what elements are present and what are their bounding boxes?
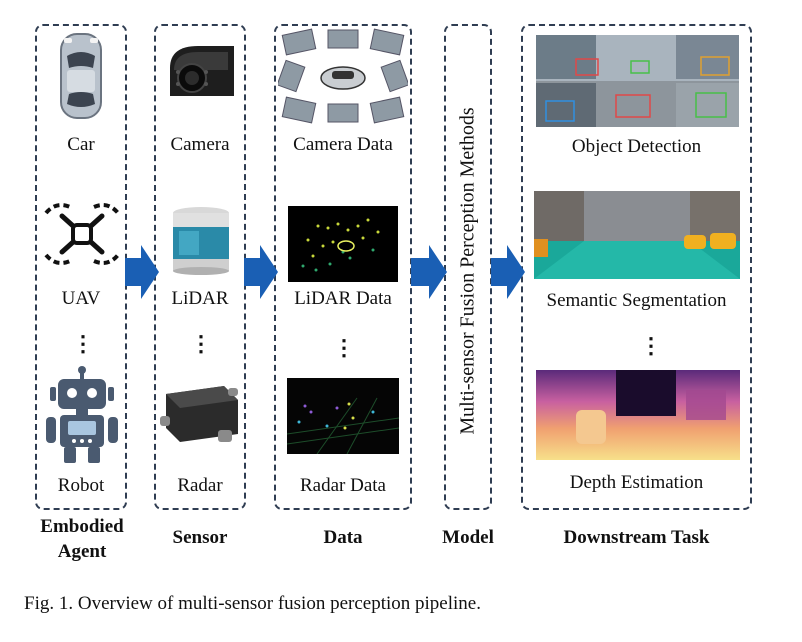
car-icon: [60, 33, 102, 119]
lidar-data-image: [288, 206, 398, 282]
sensor-label-lidar: LiDAR: [171, 288, 229, 309]
task-label-object-detection: Object Detection: [571, 136, 702, 157]
camera-sensor-icon: [170, 46, 234, 96]
model-method-label: Multi-sensor Fusion Perception Methods: [456, 107, 479, 435]
data-column-title: Data: [323, 527, 363, 548]
robot-icon: [46, 366, 118, 463]
sensor-label-radar: Radar: [177, 475, 223, 496]
drone-icon: [44, 203, 120, 265]
model-column-title: Model: [442, 527, 494, 548]
agent-label-car: Car: [67, 134, 95, 155]
task-column-title: Downstream Task: [563, 527, 710, 548]
object-detection-image: [536, 35, 739, 127]
semantic-segmentation-image: [534, 191, 740, 279]
arrow-agent-to-sensor: [125, 245, 159, 299]
agent-column-title: Embodied Agent: [22, 514, 142, 564]
sensor-column-title: Sensor: [172, 527, 228, 548]
agent-label-uav: UAV: [61, 288, 101, 309]
task-label-semantic-segmentation: Semantic Segmentation: [546, 290, 727, 311]
task-column: [521, 24, 752, 510]
agent-title-line1: Embodied: [40, 516, 124, 537]
data-label-lidar: LiDAR Data: [294, 288, 392, 309]
sensor-label-camera: Camera: [170, 134, 230, 155]
depth-estimation-image: [536, 370, 740, 460]
task-ellipsis: ⋮: [640, 333, 662, 358]
arrow-data-to-model: [411, 245, 447, 299]
data-label-radar: Radar Data: [300, 475, 386, 496]
data-label-camera: Camera Data: [293, 134, 393, 155]
radar-data-image: [287, 378, 399, 454]
model-method-label-box: Multi-sensor Fusion Perception Methods: [446, 62, 490, 480]
radar-sensor-icon: [160, 386, 238, 442]
lidar-sensor-icon: [173, 207, 229, 275]
agent-ellipsis: ⋮: [72, 331, 94, 356]
agent-title-line2: Agent: [57, 541, 107, 562]
arrow-model-to-task: [491, 245, 525, 299]
agent-label-robot: Robot: [57, 475, 105, 496]
arrow-sensor-to-data: [244, 245, 278, 299]
data-ellipsis: ⋮: [333, 335, 355, 360]
sensor-ellipsis: ⋮: [190, 331, 212, 356]
camera-data-image: [278, 28, 408, 124]
task-label-depth-estimation: Depth Estimation: [569, 472, 704, 493]
figure-caption: Fig. 1. Overview of multi-sensor fusion …: [24, 593, 481, 614]
